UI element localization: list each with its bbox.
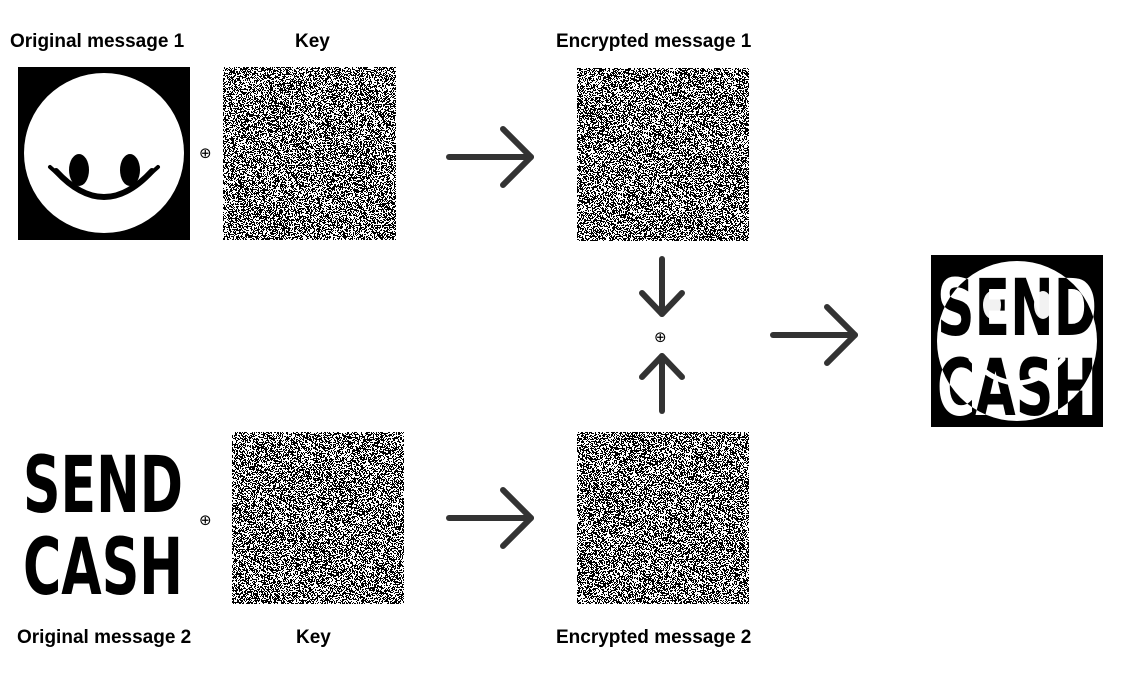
result-line-1-outer: SEND bbox=[937, 264, 1097, 354]
send-cash-image: SEND CASH bbox=[17, 432, 189, 605]
encrypted-message-2-noise-image bbox=[577, 432, 749, 604]
encrypted-message-1-noise-image bbox=[577, 68, 749, 241]
message-2-line-2: CASH bbox=[23, 523, 183, 605]
arrow-down-icon bbox=[639, 256, 685, 317]
xor-symbol-combine: ⊕ bbox=[654, 328, 667, 346]
xor-symbol-row-1: ⊕ bbox=[199, 144, 212, 162]
label-original-message-1: Original message 1 bbox=[10, 31, 185, 52]
smiley-image bbox=[18, 67, 190, 240]
label-key-1: Key bbox=[295, 31, 330, 52]
label-original-message-2: Original message 2 bbox=[17, 627, 192, 648]
label-key-2: Key bbox=[296, 627, 331, 648]
arrow-right-bottom-icon bbox=[446, 487, 534, 549]
key-2-noise-image bbox=[232, 432, 404, 604]
arrow-right-top-icon bbox=[446, 126, 534, 188]
label-encrypted-message-1: Encrypted message 1 bbox=[556, 31, 752, 52]
label-encrypted-message-2: Encrypted message 2 bbox=[556, 627, 752, 648]
arrow-right-result-icon bbox=[770, 304, 858, 366]
result-image: SEND CASH SEND CASH bbox=[931, 255, 1103, 427]
message-2-line-1: SEND bbox=[23, 441, 183, 531]
key-1-noise-image bbox=[223, 67, 396, 240]
xor-symbol-row-2: ⊕ bbox=[199, 511, 212, 529]
arrow-up-icon bbox=[639, 353, 685, 414]
